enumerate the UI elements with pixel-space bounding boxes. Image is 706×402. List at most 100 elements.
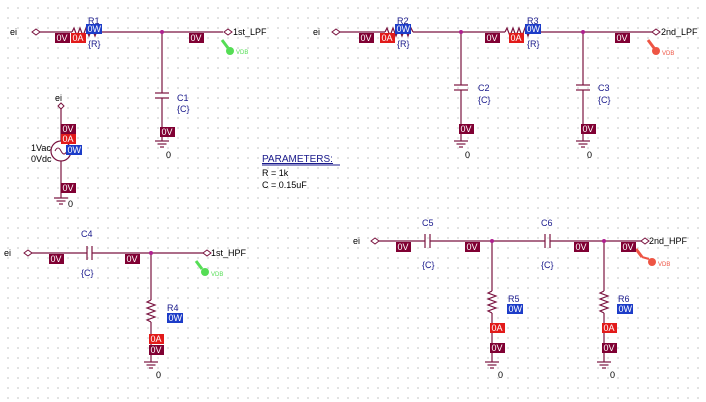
resistor-r6[interactable] <box>598 290 610 314</box>
net-label-2nd-hpf: 2nd_HPF <box>649 236 688 246</box>
ground-symbol-icon <box>576 140 590 148</box>
junction-dot <box>459 30 463 34</box>
bias-voltage-marker[interactable] <box>602 343 617 353</box>
probe-vdb-icon[interactable] <box>634 248 644 258</box>
port-out-icon[interactable] <box>223 28 233 36</box>
bias-power-marker[interactable] <box>395 24 411 34</box>
ground-label: 0 <box>68 199 73 209</box>
bias-voltage-marker[interactable] <box>459 124 474 134</box>
probe-vdb-icon[interactable] <box>648 258 656 266</box>
bias-power-marker[interactable] <box>507 304 523 314</box>
port-ei-icon[interactable] <box>23 249 33 257</box>
bias-voltage-value: 0V <box>151 345 162 355</box>
c5-ref: C5 <box>422 218 434 228</box>
probe-vdb-icon[interactable] <box>201 268 209 276</box>
bias-voltage-marker[interactable] <box>49 254 64 264</box>
port-ei-icon[interactable] <box>31 28 41 36</box>
net-label-ei: ei <box>353 236 360 246</box>
r1-value: {R} <box>88 39 101 49</box>
c6-ref: C6 <box>541 218 553 228</box>
r1-ref: R1 <box>88 16 100 26</box>
bias-voltage-value: 0V <box>162 127 173 137</box>
probe-vdb-icon[interactable] <box>646 39 656 49</box>
junction-dot <box>160 30 164 34</box>
bias-power-marker[interactable] <box>525 24 541 34</box>
bias-voltage-marker[interactable] <box>61 183 76 193</box>
parameters-block[interactable]: PARAMETERS: R = 1k C = 0.15uF <box>262 154 340 190</box>
port-out-icon[interactable] <box>640 237 650 245</box>
bias-current-marker[interactable] <box>509 33 524 43</box>
bias-current-value: 0A <box>382 33 393 43</box>
probe-label: VDB <box>662 51 674 57</box>
params-c: C = 0.15uF <box>262 180 307 190</box>
bias-current-marker[interactable] <box>71 33 86 43</box>
probe-vdb-icon[interactable] <box>226 47 234 55</box>
bias-voltage-marker[interactable] <box>465 242 480 252</box>
c2-value: {C} <box>478 95 491 105</box>
bias-power-marker[interactable] <box>617 304 633 314</box>
probe-vdb-icon[interactable] <box>194 260 204 270</box>
r4-ref: R4 <box>167 303 179 313</box>
bias-voltage-value: 0V <box>617 33 628 43</box>
bias-voltage-marker[interactable] <box>615 33 630 43</box>
resistor-r5[interactable] <box>486 290 498 314</box>
bias-power-value: 0W <box>509 304 523 314</box>
bias-power-value: 0W <box>527 24 541 34</box>
bias-voltage-marker[interactable] <box>621 242 636 252</box>
resistor-r4[interactable] <box>145 299 157 323</box>
c4-value: {C} <box>81 268 94 278</box>
port-out-icon[interactable] <box>202 249 212 257</box>
bias-current-marker[interactable] <box>61 134 76 144</box>
bias-voltage-marker[interactable] <box>359 33 374 43</box>
probe-vdb-icon[interactable] <box>641 256 650 260</box>
bias-current-value: 0A <box>151 334 162 344</box>
bias-voltage-value: 0V <box>57 33 68 43</box>
bias-current-marker[interactable] <box>490 323 505 333</box>
bias-voltage-marker[interactable] <box>574 242 589 252</box>
ground-symbol-icon <box>54 197 68 205</box>
junction-dot <box>149 251 153 255</box>
bias-voltage-value: 0V <box>63 183 74 193</box>
bias-power-value: 0W <box>619 304 633 314</box>
r5-ref: R5 <box>508 294 520 304</box>
bias-current-marker[interactable] <box>380 33 395 43</box>
circuit-1st-hpf: ei C4 {C} R4 0 1st_HPF VDB 0V 0V 0W 0A 0… <box>4 229 247 380</box>
bias-power-value: 0W <box>88 24 102 34</box>
bias-voltage-value: 0V <box>492 343 503 353</box>
circuit-2nd-lpf: ei R2 {R} C2 {C} 0 R3 {R} C3 {C} 0 2nd_L… <box>313 16 698 160</box>
circuit-1st-lpf: ei R1 {R} C1 {C} 0 1st_LPF VDB 0V 0A 0W … <box>10 16 267 160</box>
probe-vdb-icon[interactable] <box>652 47 660 55</box>
ground-label: 0 <box>166 150 171 160</box>
bias-voltage-marker[interactable] <box>61 124 76 134</box>
port-out-icon[interactable] <box>651 28 661 36</box>
bias-power-marker[interactable] <box>66 145 82 155</box>
bias-voltage-marker[interactable] <box>396 242 411 252</box>
port-ei-icon[interactable] <box>57 102 65 110</box>
c5-value: {C} <box>422 260 435 270</box>
bias-current-marker[interactable] <box>149 334 164 344</box>
bias-power-marker[interactable] <box>86 24 102 34</box>
bias-voltage-marker[interactable] <box>485 33 500 43</box>
bias-voltage-marker[interactable] <box>160 127 175 137</box>
port-ei-icon[interactable] <box>370 237 380 245</box>
bias-voltage-marker[interactable] <box>149 345 164 355</box>
bias-voltage-value: 0V <box>398 242 409 252</box>
ground-symbol-icon <box>454 140 468 148</box>
port-ei-icon[interactable] <box>331 28 341 36</box>
r3-ref: R3 <box>527 16 539 26</box>
r3-value: {R} <box>527 39 540 49</box>
bias-voltage-value: 0V <box>576 242 587 252</box>
bias-power-marker[interactable] <box>167 313 183 323</box>
bias-voltage-value: 0V <box>461 124 472 134</box>
bias-voltage-marker[interactable] <box>125 254 140 264</box>
probe-vdb-icon[interactable] <box>220 39 230 49</box>
ground-label: 0 <box>465 150 470 160</box>
bias-voltage-marker[interactable] <box>55 33 70 43</box>
bias-voltage-marker[interactable] <box>581 124 596 134</box>
ground-label: 0 <box>610 370 615 380</box>
bias-current-marker[interactable] <box>602 323 617 333</box>
bias-voltage-marker[interactable] <box>490 343 505 353</box>
r6-ref: R6 <box>618 294 630 304</box>
bias-voltage-marker[interactable] <box>189 33 204 43</box>
